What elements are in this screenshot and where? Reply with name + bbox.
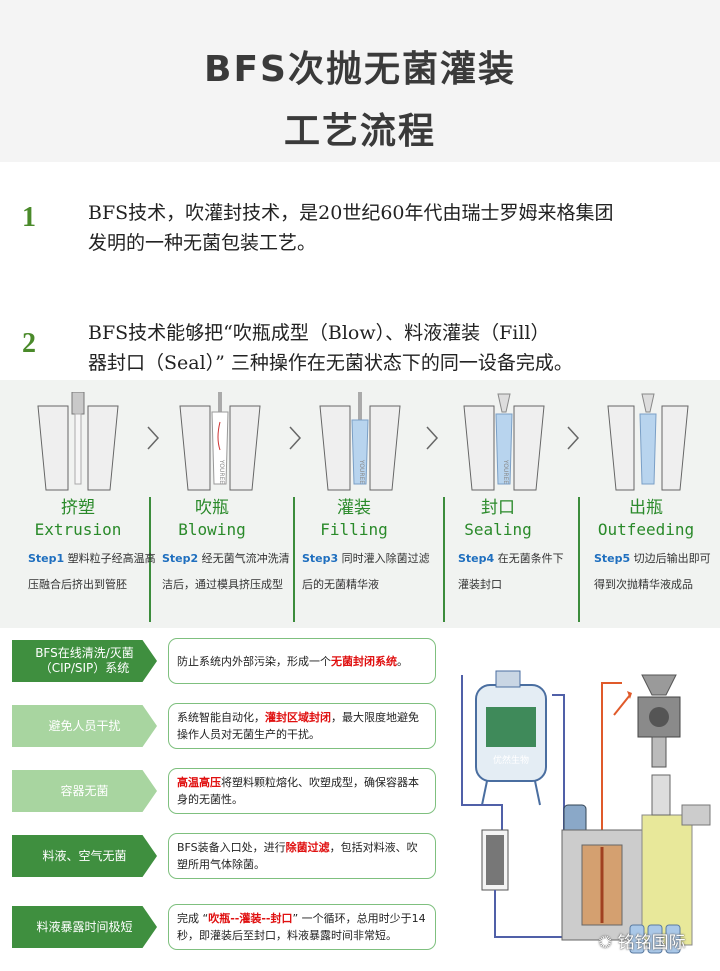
- step-4-description: Step4 在无菌条件下灌装封口: [458, 546, 566, 598]
- watermark: ✺ 铭铭国际: [598, 928, 686, 953]
- mold-text: YOUREE: [502, 459, 509, 484]
- chevron-right-icon: [289, 426, 302, 450]
- step-5-zh: 出瓶: [629, 498, 663, 518]
- step-divider: [149, 497, 151, 622]
- step-5-name: 出瓶 Outfeeding: [576, 497, 716, 541]
- step-1-name: 挤塑 Extrusion: [8, 497, 148, 541]
- step-2-en: Blowing: [178, 520, 246, 539]
- point-1-text: BFS技术，吹灌封技术，是20世纪60年代由瑞士罗姆来格集团 发明的一种无菌包装…: [88, 198, 614, 258]
- step-2-name: 吹瓶 Blowing: [142, 497, 282, 541]
- feature-2-highlight: 灌封区域封闭: [265, 711, 331, 724]
- feature-4-text: BFS装备入口处，进行除菌过滤，包括对料液、吹塑所用气体除菌。: [168, 833, 436, 879]
- filling-machine-illustration: YOUREE: [319, 392, 401, 491]
- step-4-en: Sealing: [464, 520, 532, 539]
- feature-3-label: 容器无菌: [12, 770, 157, 812]
- feature-4-post: ，包括对料液、吹塑所用气体除菌。: [177, 841, 418, 871]
- step-4-desc: 在无菌条件下灌装封口: [458, 552, 564, 591]
- point-2-line-2: 器封口（Seal）” 三种操作在无菌状态下的同一设备完成。: [88, 352, 573, 374]
- step-2-desc: 经无菌气流冲洗清洁后，通过模具挤压成型: [162, 552, 290, 591]
- feature-1-post: 。: [397, 654, 408, 668]
- step-4-name: 封口 Sealing: [428, 497, 568, 541]
- extrusion-machine-illustration: [37, 392, 119, 491]
- feature-5-post: ” 一个循环，总用时少于14秒，即灌装后至封口，料液暴露时间非常短。: [177, 912, 426, 942]
- point-1-line-2: 发明的一种无菌包装工艺。: [88, 232, 317, 254]
- step-5-en: Outfeeding: [597, 520, 695, 539]
- mold-text: YOUREE: [218, 459, 225, 484]
- mold-text: YOUREE: [358, 459, 365, 484]
- step-3-label: Step3: [302, 552, 339, 565]
- step-1-description: Step1 塑料粒子经高温高压融合后挤出到管胚: [28, 546, 160, 598]
- feature-3-text: 高温高压将塑料颗粒熔化、吹塑成型，确保容器本身的无菌性。: [168, 768, 436, 814]
- chevron-right-icon: [426, 426, 439, 450]
- step-4-label: Step4: [458, 552, 495, 565]
- step-divider: [578, 497, 580, 622]
- point-2-number: 2: [22, 328, 36, 359]
- step-divider: [443, 497, 445, 622]
- step-5-label: Step5: [594, 552, 631, 565]
- step-5-description: Step5 切边后输出即可得到次抛精华液成品: [594, 546, 712, 598]
- step-3-desc: 同时灌入除菌过滤后的无菌精华液: [302, 552, 430, 591]
- feature-1-label: BFS在线清洗/灭菌（CIP/SIP）系统: [12, 640, 157, 682]
- point-1-line-1: BFS技术，吹灌封技术，是20世纪60年代由瑞士罗姆来格集团: [88, 202, 614, 224]
- tank-label: 优然生物: [493, 754, 529, 766]
- step-1-desc: 塑料粒子经高温高压融合后挤出到管胚: [28, 552, 156, 591]
- feature-2-pre: 系统智能自动化，: [177, 711, 265, 724]
- step-1-zh: 挤塑: [61, 498, 95, 518]
- feature-1-pre: 防止系统内外部污染，形成一个: [177, 654, 331, 668]
- feature-1-text: 防止系统内外部污染，形成一个无菌封闭系统。: [168, 638, 436, 684]
- feature-4-label: 料液、空气无菌: [12, 835, 157, 877]
- step-2-label: Step2: [162, 552, 199, 565]
- outfeeding-machine-illustration: [607, 393, 689, 491]
- title-line-2: 工艺流程: [283, 111, 436, 152]
- feature-5-pre: 完成 “: [177, 912, 209, 925]
- chevron-right-icon: [147, 426, 160, 450]
- watermark-text: 铭铭国际: [617, 933, 686, 953]
- step-1-label: Step1: [28, 552, 65, 565]
- feature-4-pre: BFS装备入口处，进行: [177, 841, 286, 854]
- feature-2-text: 系统智能自动化，灌封区域封闭，最大限度地避免操作人员对无菌生产的干扰。: [168, 703, 436, 749]
- step-2-description: Step2 经无菌气流冲洗清洁后，通过模具挤压成型: [162, 546, 294, 598]
- wechat-icon: ✺: [598, 933, 613, 953]
- step-1-en: Extrusion: [34, 520, 122, 539]
- step-3-name: 灌装 Filling: [284, 497, 424, 541]
- chevron-right-icon: [567, 426, 580, 450]
- feature-4-highlight: 除菌过滤: [285, 841, 330, 854]
- feature-2-label: 避免人员干扰: [12, 705, 157, 747]
- feature-2-post: ，最大限度地避免操作人员对无菌生产的干扰。: [177, 711, 419, 741]
- title-line-1: BFS次抛无菌灌装: [204, 49, 516, 90]
- step-divider: [293, 497, 295, 622]
- step-3-en: Filling: [320, 520, 388, 539]
- bfs-equipment-illustration: 优然生物: [461, 670, 711, 954]
- feature-3-post: 将塑料颗粒熔化、吹塑成型，确保容器本身的无菌性。: [177, 776, 419, 806]
- feature-3-highlight: 高温高压: [177, 776, 221, 789]
- feature-1-highlight: 无菌封闭系统: [331, 654, 397, 668]
- step-2-zh: 吹瓶: [195, 498, 229, 518]
- point-2-line-1: BFS技术能够把“吹瓶成型（Blow）、料液灌装（Fill）: [88, 322, 550, 344]
- feature-5-label: 料液暴露时间极短: [12, 906, 157, 948]
- feature-5-text: 完成 “吹瓶--灌装--封口” 一个循环，总用时少于14秒，即灌装后至封口，料液…: [168, 904, 436, 950]
- step-4-zh: 封口: [481, 498, 515, 518]
- point-1-number: 1: [22, 202, 36, 233]
- sealing-machine-illustration: YOUREE: [463, 393, 545, 491]
- step-5-desc: 切边后输出即可得到次抛精华液成品: [594, 552, 711, 591]
- header-band: BFS次抛无菌灌装 工艺流程: [0, 0, 720, 162]
- feature-5-highlight: 吹瓶--灌装--封口: [208, 912, 293, 925]
- point-2-text: BFS技术能够把“吹瓶成型（Blow）、料液灌装（Fill） 器封口（Seal）…: [88, 318, 573, 378]
- step-3-description: Step3 同时灌入除菌过滤后的无菌精华液: [302, 546, 430, 598]
- step-3-zh: 灌装: [337, 498, 371, 518]
- blowing-machine-illustration: YOUREE: [179, 392, 261, 491]
